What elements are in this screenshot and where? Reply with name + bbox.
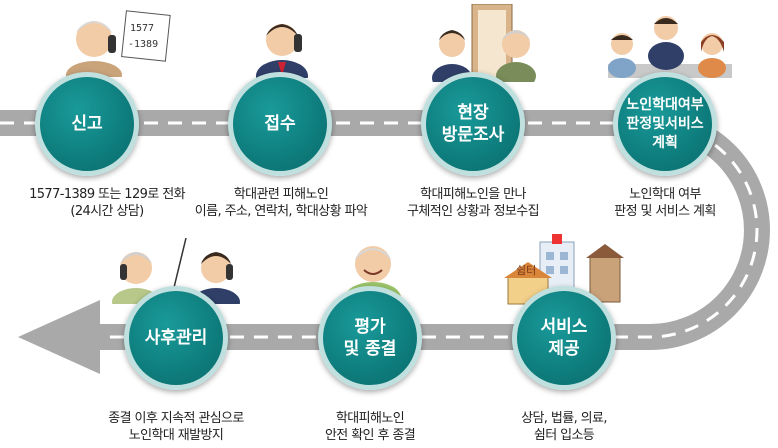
step-assessment-description: 노인학대 여부 판정 및 서비스 계획 (614, 187, 716, 219)
step-follow-up-description: 종결 이후 지속적 관심으로 노인학대 재발방지 (108, 411, 244, 443)
step-field-visit-title: 현장 방문조사 (441, 103, 505, 145)
step-follow-up-circle: 사후관리 (124, 286, 228, 390)
step-report-title: 신고 (71, 114, 103, 134)
phone-note-card (121, 10, 171, 62)
step-report-circle: 신고 (35, 72, 139, 176)
step-assessment-circle: 노인학대여부 판정및서비스 계획 (613, 72, 717, 176)
step-evaluation-title: 평가 및 종결 (343, 317, 397, 359)
step-report-description: 1577-1389 또는 129로 전화 (24시간 상담) (29, 187, 185, 219)
elderly-woman-on-phone-illustration: 1577 -1389 (66, 10, 171, 77)
step-field-visit-circle: 현장 방문조사 (421, 72, 525, 176)
phone-note-line2: -1389 (128, 39, 158, 50)
home-visit-illustration (432, 4, 536, 82)
shelter-sign-text: 쉼터 (516, 264, 536, 277)
meeting-illustration (608, 16, 732, 78)
step-field-visit-description: 학대피해노인을 만나 구체적인 상황과 정보수집 (406, 187, 540, 219)
counselor-on-phone-illustration (256, 24, 308, 78)
step-intake-description: 학대관련 피해노인 이름, 주소, 연락처, 학대상황 파악 (194, 187, 368, 219)
step-evaluation-description: 학대피해노인 안전 확인 후 종결 (324, 411, 416, 443)
step-service-circle: 서비스 제공 (512, 286, 616, 390)
step-intake-circle: 접수 (228, 72, 332, 176)
step-service-description: 상담, 법률, 의료, 쉼터 입소등 (521, 411, 607, 443)
step-intake-title: 접수 (264, 114, 296, 134)
step-service-title: 서비스 제공 (540, 317, 588, 359)
step-assessment-title: 노인학대여부 판정및서비스 계획 (626, 96, 704, 151)
road-dash (0, 121, 759, 339)
step-follow-up-title: 사후관리 (144, 328, 208, 348)
phone-note-line1: 1577 (130, 23, 154, 34)
step-evaluation-circle: 평가 및 종결 (318, 286, 422, 390)
arrow-head-icon (18, 300, 100, 374)
